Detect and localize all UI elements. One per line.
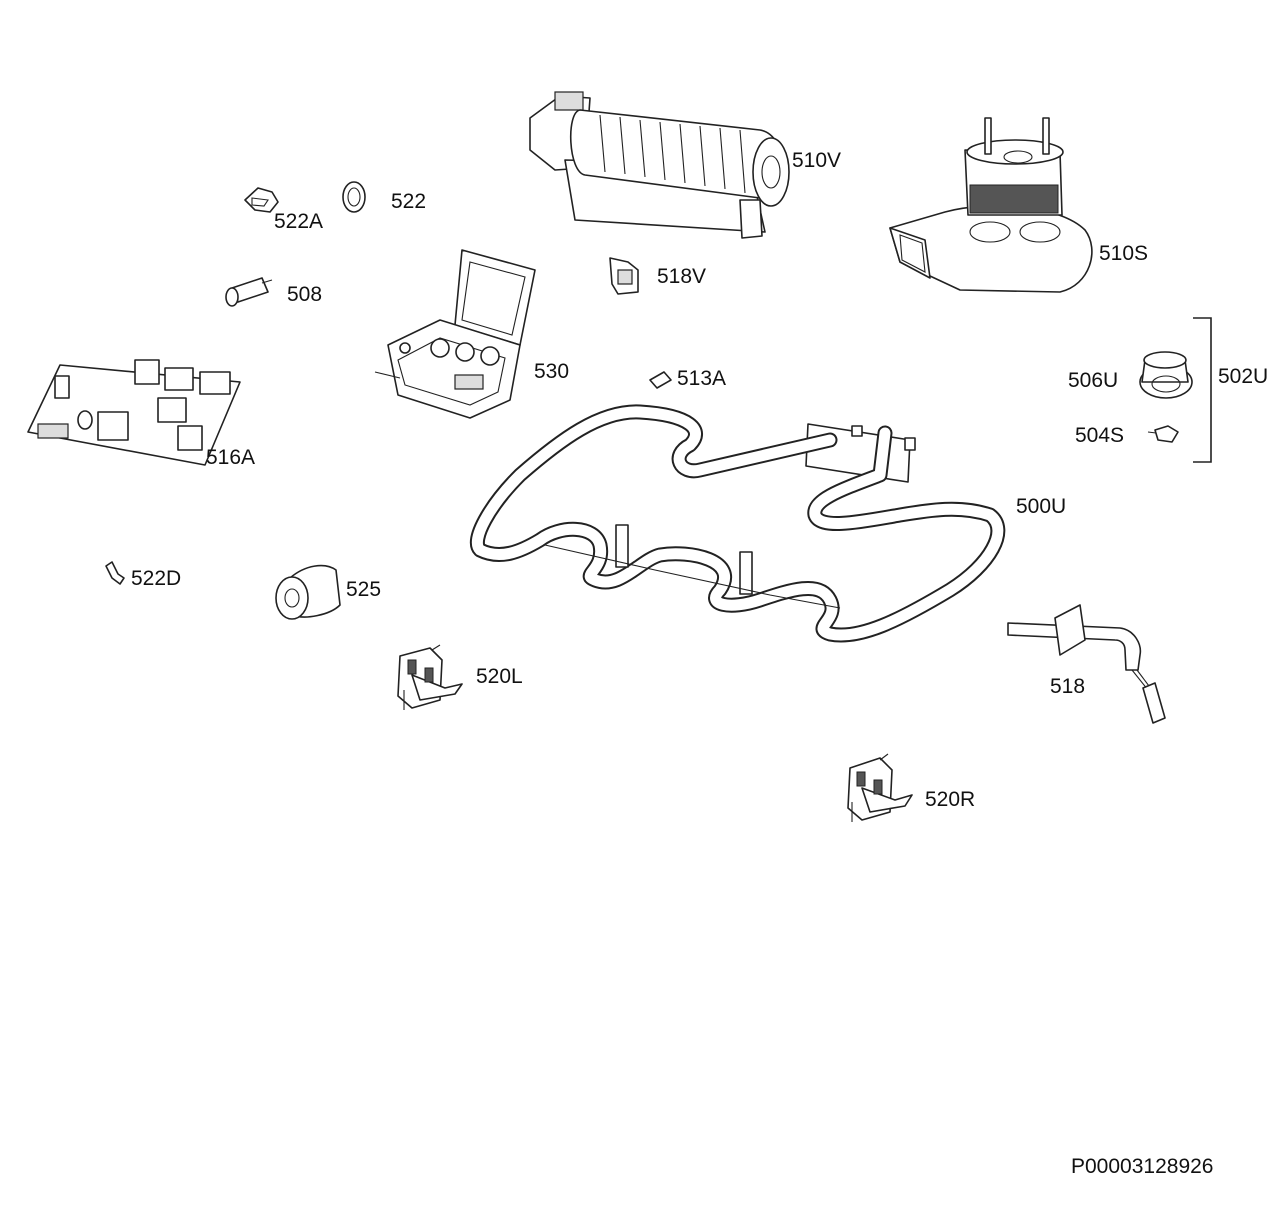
sensor-bracket-icon — [609, 257, 639, 295]
bulb-icon — [1147, 425, 1179, 443]
label-520L: 520L — [476, 665, 523, 688]
label-522A: 522A — [274, 210, 324, 233]
circuit-board-icon — [27, 359, 241, 466]
heating-element-icon — [469, 404, 1006, 643]
bracket-group-icon — [1193, 317, 1212, 463]
label-513A: 513A — [677, 367, 727, 390]
label-504S: 504S — [1075, 424, 1125, 447]
temperature-probe-icon — [1007, 604, 1166, 724]
label-522D: 522D — [131, 567, 182, 590]
label-520R: 520R — [925, 788, 976, 811]
lamp-switch-icon — [225, 277, 273, 307]
label-502U: 502U — [1218, 365, 1269, 388]
door-hinge-right-icon — [847, 753, 913, 822]
reference-number: P00003128926 — [1071, 1155, 1214, 1178]
blower-fan-icon — [889, 117, 1093, 293]
label-522: 522 — [391, 190, 427, 213]
terminal-block-icon — [374, 249, 536, 419]
label-518: 518 — [1050, 675, 1086, 698]
lamp-holder-icon — [1139, 351, 1193, 399]
label-518V: 518V — [657, 265, 707, 288]
label-508: 508 — [287, 283, 323, 306]
label-500U: 500U — [1016, 495, 1067, 518]
label-510S: 510S — [1099, 242, 1149, 265]
label-506U: 506U — [1068, 369, 1119, 392]
ring-clip-icon — [342, 181, 366, 213]
label-530: 530 — [534, 360, 570, 383]
clip-icon — [244, 187, 279, 213]
small-clip-icon — [105, 561, 125, 585]
tangential-fan-icon — [529, 91, 790, 239]
label-516A: 516A — [206, 446, 256, 469]
fuse-icon — [649, 371, 672, 389]
label-510V: 510V — [792, 149, 842, 172]
door-hinge-left-icon — [397, 644, 463, 710]
capacitor-icon — [275, 564, 341, 620]
label-525: 525 — [346, 578, 382, 601]
